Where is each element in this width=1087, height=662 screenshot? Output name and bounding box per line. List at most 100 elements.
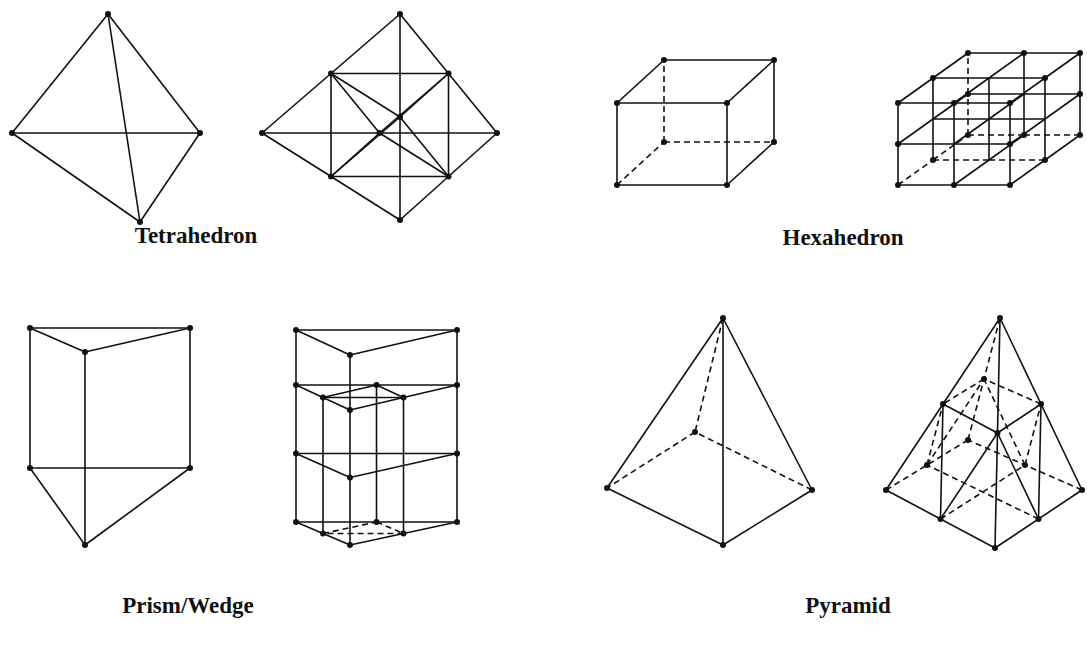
element-edge <box>722 318 724 545</box>
element-edge <box>933 159 989 161</box>
element-node <box>965 91 971 97</box>
element-node <box>1038 401 1044 407</box>
element-edge <box>323 397 404 399</box>
element-edge <box>1010 160 1045 185</box>
element-edge <box>943 379 984 404</box>
element-node <box>924 462 930 468</box>
element-edge <box>664 59 774 61</box>
element-edge <box>380 133 449 177</box>
element-node <box>293 451 299 457</box>
element-node <box>328 174 334 180</box>
element-node <box>259 130 265 136</box>
element-edge <box>898 160 933 185</box>
element-edge <box>898 102 954 104</box>
element-node <box>661 57 667 63</box>
element-edge <box>607 318 723 488</box>
element-edge <box>30 468 85 545</box>
element-type-label: Prism/Wedge <box>122 592 254 620</box>
element-edge <box>967 53 969 94</box>
element-edge <box>989 53 1024 78</box>
element-edge <box>12 14 108 133</box>
element-edge <box>1009 103 1011 144</box>
element-edge <box>727 142 774 185</box>
element-edge <box>85 328 190 352</box>
element-edge <box>1024 93 1080 95</box>
element-node <box>1036 516 1042 522</box>
element-node <box>951 100 957 106</box>
element-node <box>940 401 946 407</box>
element-edge <box>954 78 989 103</box>
element-edge <box>331 73 449 75</box>
element-edge <box>403 398 405 534</box>
element-node <box>692 429 698 435</box>
element-node <box>454 327 460 333</box>
element-edge <box>927 465 1039 519</box>
element-edge <box>984 379 1041 404</box>
element-edge <box>968 134 1024 136</box>
element-edge <box>933 53 968 78</box>
element-edge <box>989 94 1024 119</box>
element-edge <box>984 379 1025 465</box>
element-edge <box>331 74 380 134</box>
element-edge <box>898 78 933 103</box>
element-edge <box>933 77 989 79</box>
element-edge <box>380 74 449 134</box>
element-node <box>997 315 1003 321</box>
element-edge <box>189 328 191 468</box>
element-edge <box>953 103 955 144</box>
element-edge <box>84 352 86 545</box>
element-node <box>328 71 334 77</box>
element-node <box>995 430 1001 436</box>
element-edge <box>954 184 1010 186</box>
element-edge <box>886 440 968 490</box>
element-edge <box>30 328 85 352</box>
element-edge <box>954 102 1010 104</box>
element-edge <box>727 60 774 103</box>
element-edge <box>350 330 457 355</box>
element-node <box>1042 157 1048 163</box>
element-node <box>724 182 730 188</box>
element-node <box>401 395 407 401</box>
element-edge <box>932 119 934 160</box>
element-edge <box>331 74 400 118</box>
element-edge <box>617 184 727 186</box>
element-node <box>1042 75 1048 81</box>
element-edge <box>1025 404 1041 465</box>
element-node <box>401 531 407 537</box>
element-node <box>930 157 936 163</box>
element-edge <box>1044 78 1046 119</box>
element-edge <box>726 103 728 185</box>
element-edge <box>941 433 998 519</box>
element-edge <box>953 144 955 185</box>
element-edge <box>898 119 933 144</box>
element-edge <box>323 533 404 535</box>
element-edge <box>296 330 350 355</box>
element-node <box>965 437 971 443</box>
element-node <box>320 531 326 537</box>
element-node <box>187 325 193 331</box>
element-edge <box>331 133 380 177</box>
element-node <box>951 182 957 188</box>
element-node <box>1021 132 1027 138</box>
element-edge <box>85 468 190 545</box>
element-node <box>374 519 380 525</box>
element-node <box>981 376 987 382</box>
element-node <box>1077 91 1083 97</box>
element-node <box>82 349 88 355</box>
element-edge <box>108 14 200 133</box>
element-node <box>27 465 33 471</box>
element-edge <box>989 77 1045 79</box>
element-edge <box>941 404 944 519</box>
element-node <box>883 487 889 493</box>
element-edge <box>968 93 1024 95</box>
element-edge <box>400 117 449 177</box>
element-edge <box>998 433 1039 519</box>
element-type-label: Hexahedron <box>783 224 904 252</box>
element-node <box>604 485 610 491</box>
element-edge <box>967 94 969 135</box>
element-edge <box>989 135 1024 160</box>
element-node <box>347 475 353 481</box>
element-node <box>614 100 620 106</box>
element-edge <box>377 522 404 534</box>
